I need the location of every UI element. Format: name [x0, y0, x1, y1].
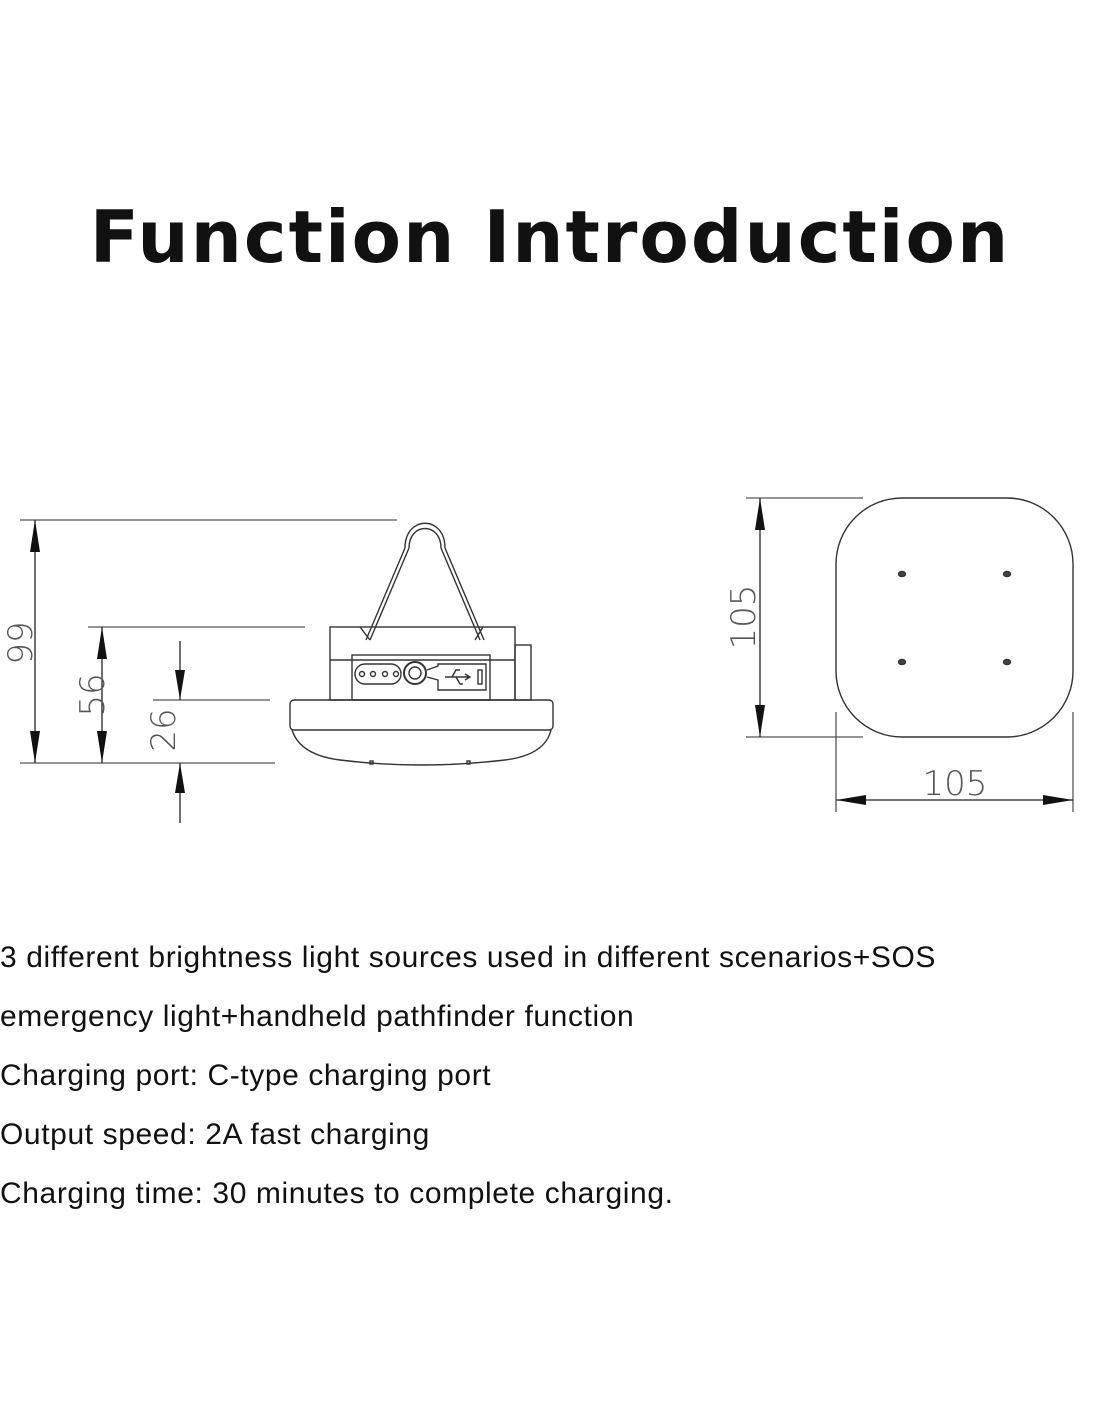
description-line: 3 different brightness light sources use…: [0, 941, 937, 974]
description-line: Charging time: 30 minutes to complete ch…: [0, 1177, 674, 1210]
description-line: Charging port: C-type charging port: [0, 1059, 492, 1092]
dimension-label-height-105: 105: [724, 585, 764, 650]
top-view-dimensions: [746, 497, 1074, 812]
description-line: Output speed: 2A fast charging: [0, 1118, 430, 1151]
lamp-side-view: [289, 522, 554, 766]
description-line: emergency light+handheld pathfinder func…: [0, 1000, 635, 1033]
lamp-top-view: [835, 497, 1074, 738]
dimension-label-99: 99: [1, 621, 41, 664]
dimension-label-56: 56: [73, 673, 113, 716]
page-title: Function Introduction: [89, 195, 1011, 279]
dimension-label-width-105: 105: [923, 764, 988, 804]
feature-description: 3 different brightness light sources use…: [0, 935, 1100, 1230]
dimension-label-26: 26: [144, 708, 184, 751]
side-view-dimensions: [20, 519, 397, 823]
